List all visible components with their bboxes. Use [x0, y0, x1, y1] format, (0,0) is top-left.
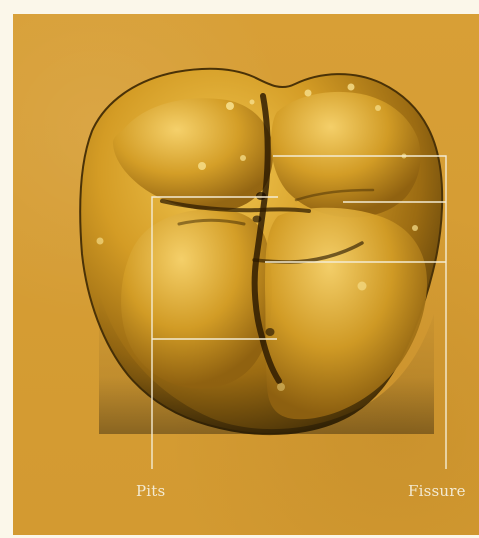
pits-label: Pits [136, 484, 165, 499]
lower-left-cusp [121, 209, 272, 388]
surface-speckle [358, 282, 367, 291]
pit-mark-upper [256, 192, 266, 200]
tooth-diagram-panel: Pits Fissure [13, 14, 479, 535]
surface-speckle [198, 162, 206, 170]
surface-speckle [240, 155, 246, 161]
surface-speckle [348, 84, 355, 91]
fissures-label: Fissure [408, 484, 466, 499]
pit-mark-lower [266, 328, 275, 336]
surface-speckle [412, 225, 418, 231]
surface-speckle [97, 238, 104, 245]
surface-speckle [250, 100, 255, 105]
surface-speckle [375, 105, 381, 111]
surface-speckle [277, 383, 285, 391]
pit-mark-middle [253, 216, 262, 223]
surface-speckle [226, 102, 234, 110]
surface-speckle [305, 90, 312, 97]
tooth-diagram-svg [13, 14, 479, 535]
